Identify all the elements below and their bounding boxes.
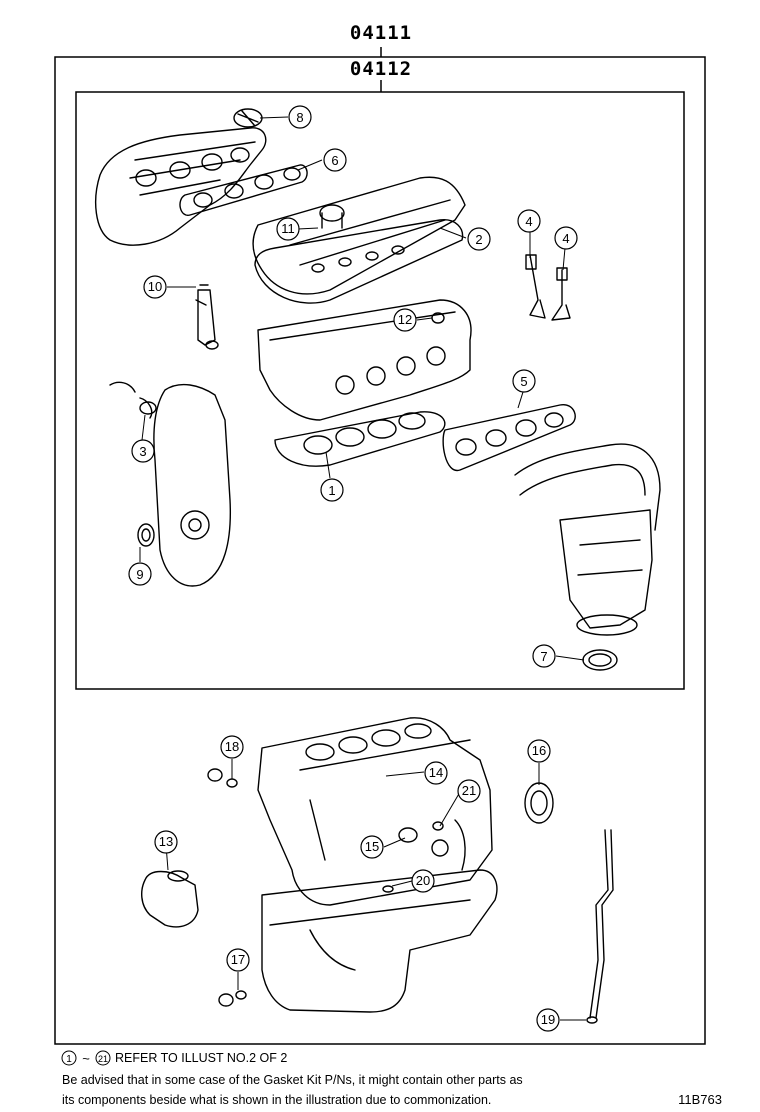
footer-range-markers: 1 ~ 21: [61, 1050, 111, 1066]
inner-kit-frame: [75, 91, 685, 690]
callout-7: 7: [532, 644, 556, 668]
svg-text:18: 18: [225, 739, 239, 754]
intake-manifold-drawing: [95, 127, 267, 246]
range-end: 21: [98, 1054, 108, 1064]
svg-text:10: 10: [148, 279, 162, 294]
callout-11: 11: [276, 217, 300, 241]
cylinder-head-cover-drawing: [252, 176, 466, 295]
refer-note: REFER TO ILLUST NO.2 OF 2: [115, 1051, 288, 1065]
oil-pan-drawing: [261, 869, 498, 1013]
svg-text:19: 19: [541, 1012, 555, 1027]
callout-18: 18: [220, 735, 244, 759]
callout-16: 16: [527, 739, 551, 763]
callout-markers: 1 2 3 4 4 5 6 7 8 9 10 11 12 13 14 15 16…: [128, 105, 578, 1032]
callout-12: 12: [393, 308, 417, 332]
callout-14: 14: [424, 761, 448, 785]
outer-kit-frame: [54, 56, 706, 1045]
callout-4b: 4: [554, 226, 578, 250]
head-cover-gasket-drawing: [254, 219, 464, 304]
svg-text:9: 9: [136, 567, 143, 582]
oil-pump-drawing: [141, 870, 199, 928]
callout-1: 1: [320, 478, 344, 502]
figure-id: 11B763: [678, 1092, 722, 1107]
exhaust-gasket-drawing: [442, 404, 576, 471]
svg-text:14: 14: [429, 765, 443, 780]
dipstick-guide-drawing: [586, 829, 614, 1024]
advisory-line-1: Be advised that in some case of the Gask…: [62, 1073, 523, 1087]
svg-text:2: 2: [475, 232, 482, 247]
exhaust-ring-gasket-drawing: [582, 649, 618, 671]
callout-5: 5: [512, 369, 536, 393]
callout-13: 13: [154, 830, 178, 854]
head-gasket-drawing: [274, 411, 446, 467]
svg-text:11: 11: [281, 221, 295, 236]
cylinder-block-drawing: [257, 717, 493, 906]
svg-text:4: 4: [562, 231, 569, 246]
drain-plugs-drawing: [207, 768, 247, 1007]
callout-17: 17: [226, 948, 250, 972]
advisory-line-2: its components beside what is shown in t…: [62, 1093, 492, 1107]
oil-seal-drawing: [137, 523, 155, 547]
inner-kit-code: 04112: [349, 58, 413, 80]
range-separator: ~: [82, 1051, 90, 1066]
callout-9: 9: [128, 562, 152, 586]
timing-cover-drawing: [109, 381, 232, 587]
callout-6: 6: [323, 148, 347, 172]
svg-text:5: 5: [520, 374, 527, 389]
outer-kit-code: 04111: [349, 22, 413, 44]
oil-filler-cap-drawing: [233, 108, 263, 128]
callout-3: 3: [131, 439, 155, 463]
callout-21: 21: [457, 779, 481, 803]
svg-text:20: 20: [416, 873, 430, 888]
intake-gasket-drawing: [179, 164, 308, 216]
callout-4a: 4: [517, 209, 541, 233]
svg-text:17: 17: [231, 952, 245, 967]
callout-2: 2: [467, 227, 491, 251]
cylinder-head-drawing: [257, 299, 472, 421]
svg-text:16: 16: [532, 743, 546, 758]
svg-text:8: 8: [296, 110, 303, 125]
svg-text:1: 1: [328, 483, 335, 498]
callout-15: 15: [360, 835, 384, 859]
exhaust-manifold-drawing: [514, 443, 661, 636]
svg-text:3: 3: [139, 444, 146, 459]
rear-oil-seal-drawing: [524, 782, 554, 824]
svg-text:6: 6: [331, 153, 338, 168]
callout-8: 8: [288, 105, 312, 129]
svg-text:7: 7: [540, 649, 547, 664]
svg-text:21: 21: [462, 783, 476, 798]
svg-text:13: 13: [159, 834, 173, 849]
svg-text:4: 4: [525, 214, 532, 229]
callout-10: 10: [143, 275, 167, 299]
callout-19: 19: [536, 1008, 560, 1032]
svg-text:15: 15: [365, 839, 379, 854]
callout-20: 20: [411, 869, 435, 893]
valves-drawing: [525, 254, 571, 321]
svg-text:12: 12: [398, 312, 412, 327]
range-start: 1: [66, 1054, 72, 1065]
injector-drawing: [195, 284, 219, 350]
